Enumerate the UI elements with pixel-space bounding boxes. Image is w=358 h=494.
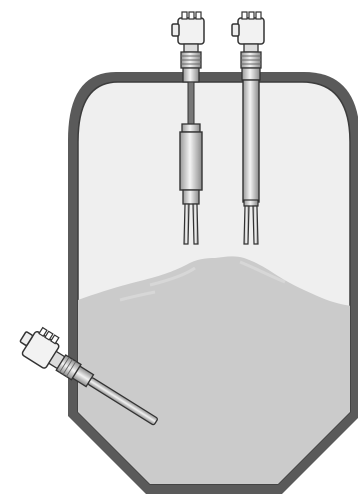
sensor-cable-fork-cable: [188, 82, 194, 126]
sensor-rod-fork-housing: [232, 12, 264, 52]
sensor-cable-fork-housing: [172, 12, 204, 52]
sensor-cable-fork-process-connection: [181, 52, 201, 82]
sensor-cable-fork-electronics-tube: [180, 124, 202, 204]
sensor-rod-fork-tube: [243, 80, 259, 206]
sensor-rod-fork-process-connection: [241, 52, 261, 80]
